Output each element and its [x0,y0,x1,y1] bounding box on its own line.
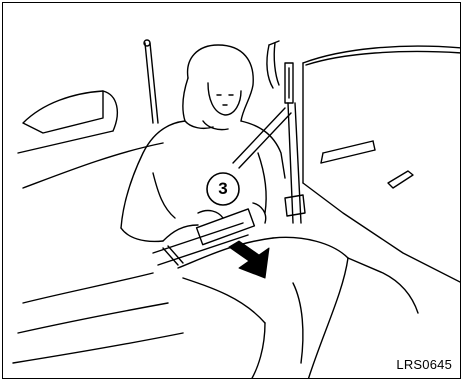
step-number: 3 [207,173,239,205]
door-window [303,46,461,283]
direction-arrow-icon [229,241,269,278]
headrest-post [144,40,158,123]
seat-cushion [13,258,418,363]
figure-frame: 3 LRS0645 [2,2,461,379]
figure-code: LRS0645 [396,357,452,372]
rear-seat-back [18,91,163,188]
